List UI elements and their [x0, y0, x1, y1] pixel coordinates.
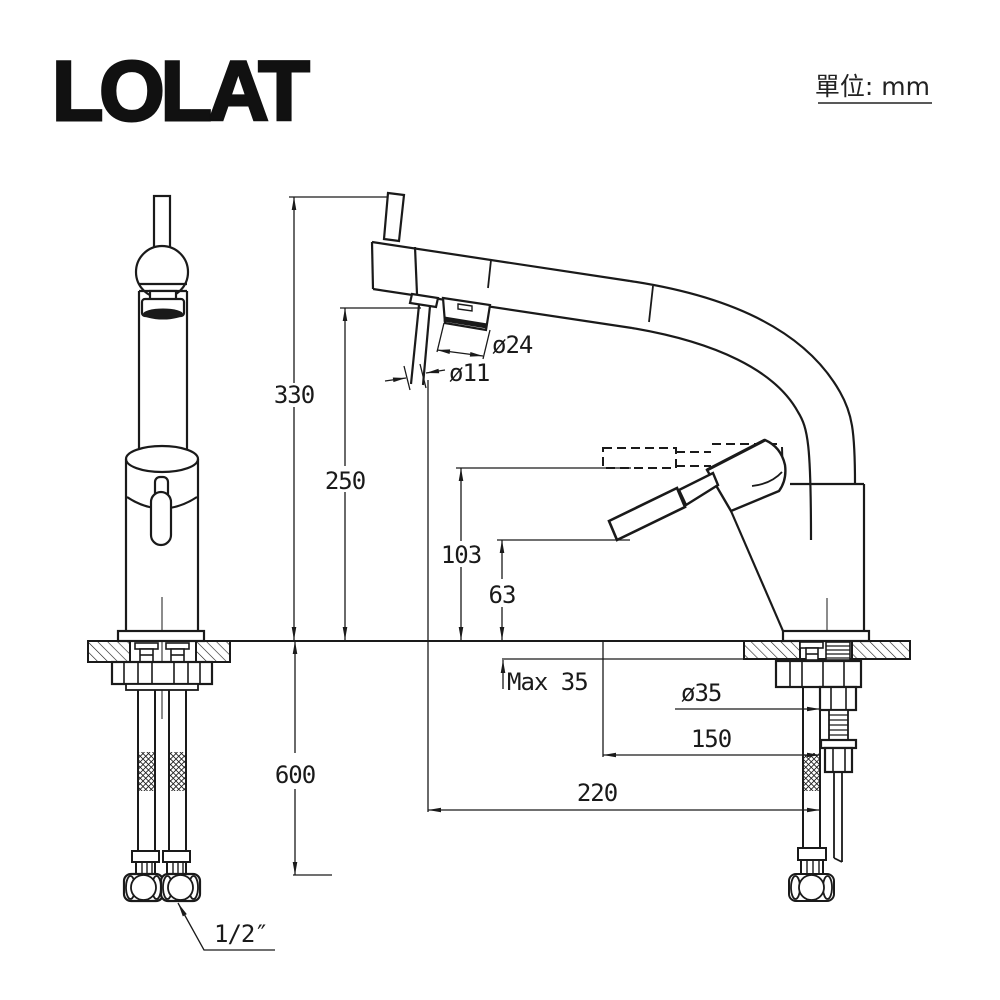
- dim-handle-reach: 150: [603, 725, 820, 758]
- handle-side: [607, 438, 787, 542]
- dim-label-max35: Max 35: [507, 668, 588, 696]
- lever-tip-side: [382, 191, 406, 243]
- hose-end-fittings-front: [122, 872, 202, 903]
- dim-label-250: 250: [325, 467, 365, 495]
- hose-braid: [139, 752, 154, 791]
- dim-overall-height: 330: [274, 197, 315, 640]
- deck-hatch: [87, 640, 131, 663]
- spout-curve-inner: [631, 326, 813, 541]
- faucet-body-side: [729, 482, 871, 643]
- nozzle-side: [409, 304, 421, 385]
- side-view: [370, 191, 871, 902]
- base-plate-front: [116, 629, 206, 643]
- spout-outlet-front: [143, 308, 183, 320]
- body-shoulder: [124, 444, 200, 474]
- supply-hoses-front: [131, 690, 191, 876]
- dim-label-150: 150: [691, 725, 731, 753]
- dim-label-o24: ø24: [492, 331, 533, 359]
- header: LOLAT 單位: mm: [51, 43, 932, 140]
- dim-handle-rest-height: 63: [489, 540, 516, 640]
- mounting-nut-front: [110, 660, 214, 691]
- dim-outlet-diameter: ø11: [384, 359, 490, 391]
- dim-hose-length: 600: [275, 641, 316, 875]
- front-view: [110, 194, 214, 903]
- dim-label-o35: ø35: [681, 679, 721, 707]
- deck-hatch: [851, 640, 911, 660]
- dim-spout-reach: 220: [428, 779, 820, 813]
- dim-hose-connection: 1/2″: [177, 902, 275, 951]
- hose-braid: [170, 752, 185, 791]
- dimensions: 330 250 600 103 63 Max 35: [177, 196, 820, 951]
- base-plate-side: [781, 629, 871, 643]
- dim-aerator-diameter: ø24: [436, 322, 534, 360]
- handle-front: [149, 490, 173, 547]
- dim-handle-top-height: 103: [441, 468, 482, 640]
- dim-label-103: 103: [441, 541, 481, 569]
- dim-label-600: 600: [275, 761, 315, 789]
- dim-label-63: 63: [489, 581, 516, 609]
- dim-label-half-inch: 1/2″: [214, 920, 268, 948]
- dim-mounting-hole-diameter: ø35: [675, 679, 820, 712]
- supply-hose-side: [788, 688, 835, 902]
- spout-head-bar: [370, 240, 654, 330]
- dim-spout-outlet-height: 250: [325, 308, 366, 640]
- brand-logo: LOLAT: [52, 44, 309, 138]
- dim-label-220: 220: [577, 779, 617, 807]
- aerator-housing-side: [441, 296, 492, 332]
- spout-curve-outer: [629, 279, 857, 485]
- threaded-stud-side: [818, 685, 858, 863]
- units-note: 單位: mm: [815, 72, 930, 101]
- hose-braid: [804, 753, 819, 791]
- mounting-hardware-side: [774, 641, 863, 689]
- deck-hatch: [743, 640, 801, 660]
- countertop-section: [87, 640, 911, 663]
- lever-tip-front: [152, 194, 172, 251]
- dim-label-330: 330: [274, 381, 314, 409]
- leader-arrowhead: [178, 903, 187, 917]
- dim-max-deck-thickness: Max 35: [500, 660, 589, 696]
- dim-label-o11: ø11: [449, 359, 489, 387]
- deck-hatch: [195, 640, 231, 663]
